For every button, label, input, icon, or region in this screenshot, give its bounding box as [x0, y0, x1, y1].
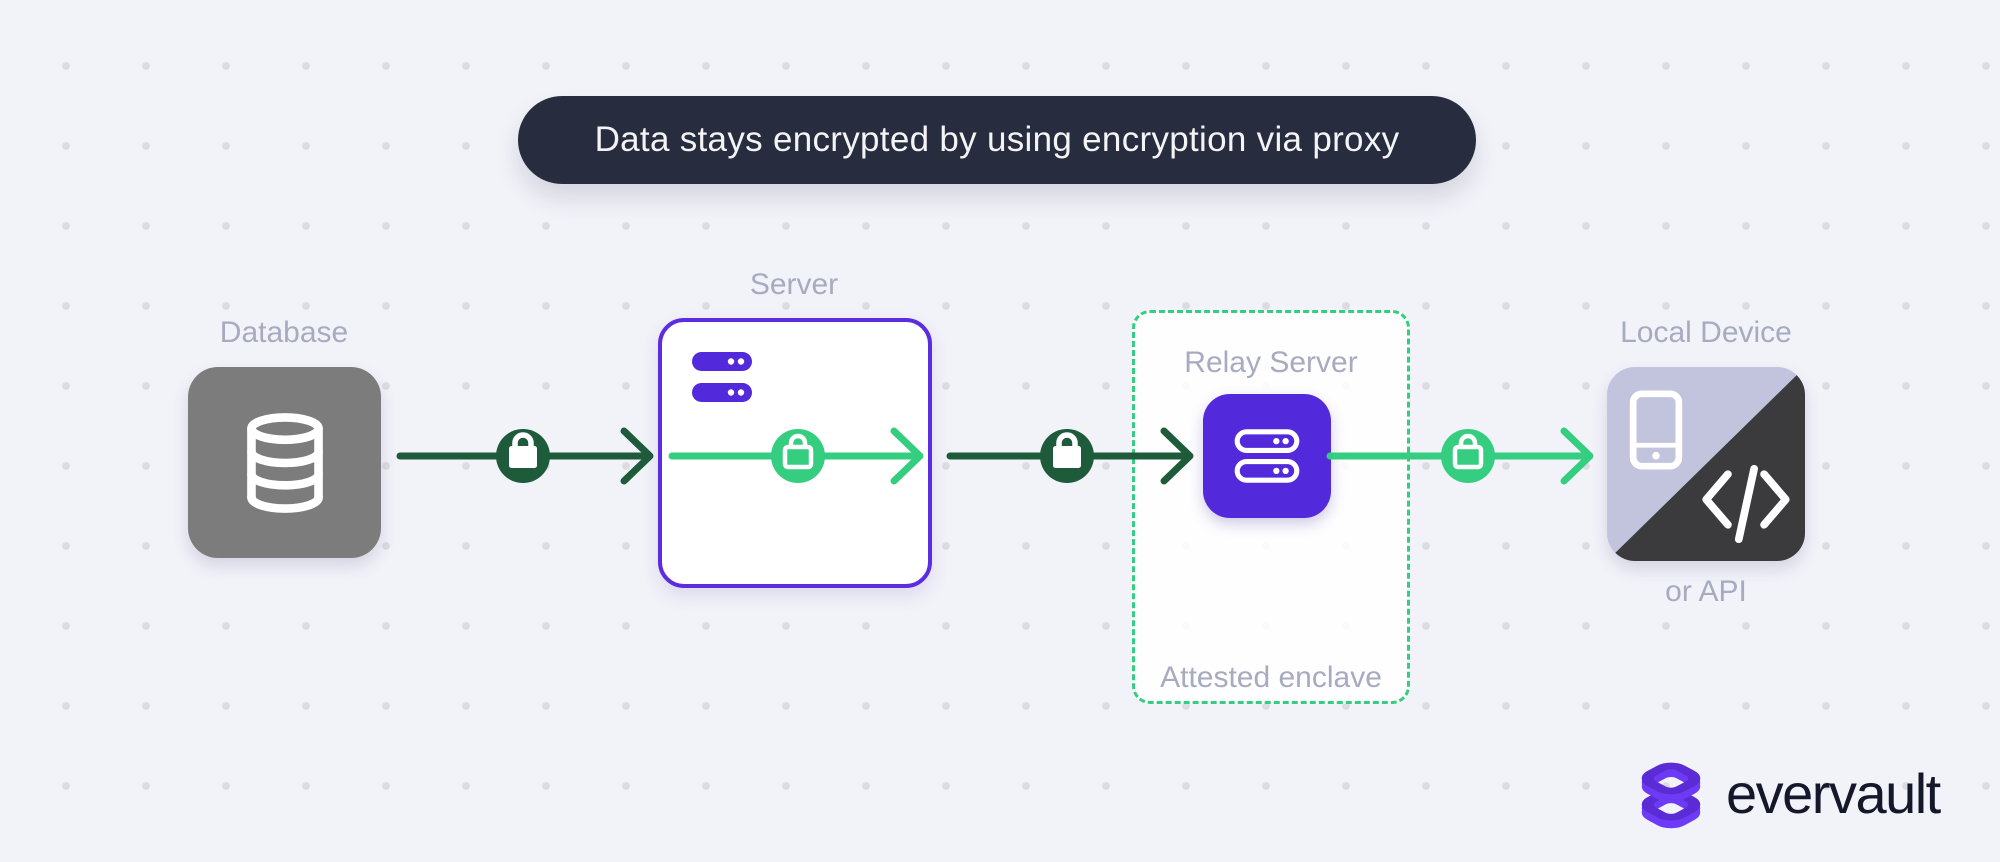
banner-text: Data stays encrypted by using encryption… [594, 120, 1400, 159]
evervault-stack-logo-icon [1641, 762, 1701, 829]
padlock-badge-dark [496, 429, 550, 483]
padlock-badge-dark [1040, 429, 1094, 483]
banner-pill: Data stays encrypted by using encryption… [518, 96, 1476, 184]
database-node [188, 367, 381, 558]
relay-server-tile [1203, 394, 1331, 518]
attested-enclave-label: Attested enclave [1160, 661, 1382, 694]
evervault-wordmark: evervault [1726, 761, 1941, 825]
padlock-badge-light [1441, 429, 1495, 483]
relay-server-label: Relay Server [1184, 346, 1358, 379]
database-cylinder-icon [246, 412, 323, 513]
or-api-label: or API [1665, 575, 1747, 608]
code-brackets-icon [1702, 465, 1790, 543]
server-label: Server [749, 268, 839, 301]
local-device-node [1607, 367, 1805, 561]
local-device-label: Local Device [1620, 316, 1792, 349]
arrow-database-to-server [396, 427, 654, 485]
relay-server-node: Relay Server Attested enclave [1132, 310, 1410, 704]
database-label: Database [219, 316, 349, 349]
server-node [658, 318, 932, 588]
server-racks-icon [692, 352, 752, 402]
evervault-logo: evervault [1638, 755, 1941, 831]
server-racks-icon [1234, 429, 1300, 483]
mobile-phone-icon [1629, 390, 1683, 470]
